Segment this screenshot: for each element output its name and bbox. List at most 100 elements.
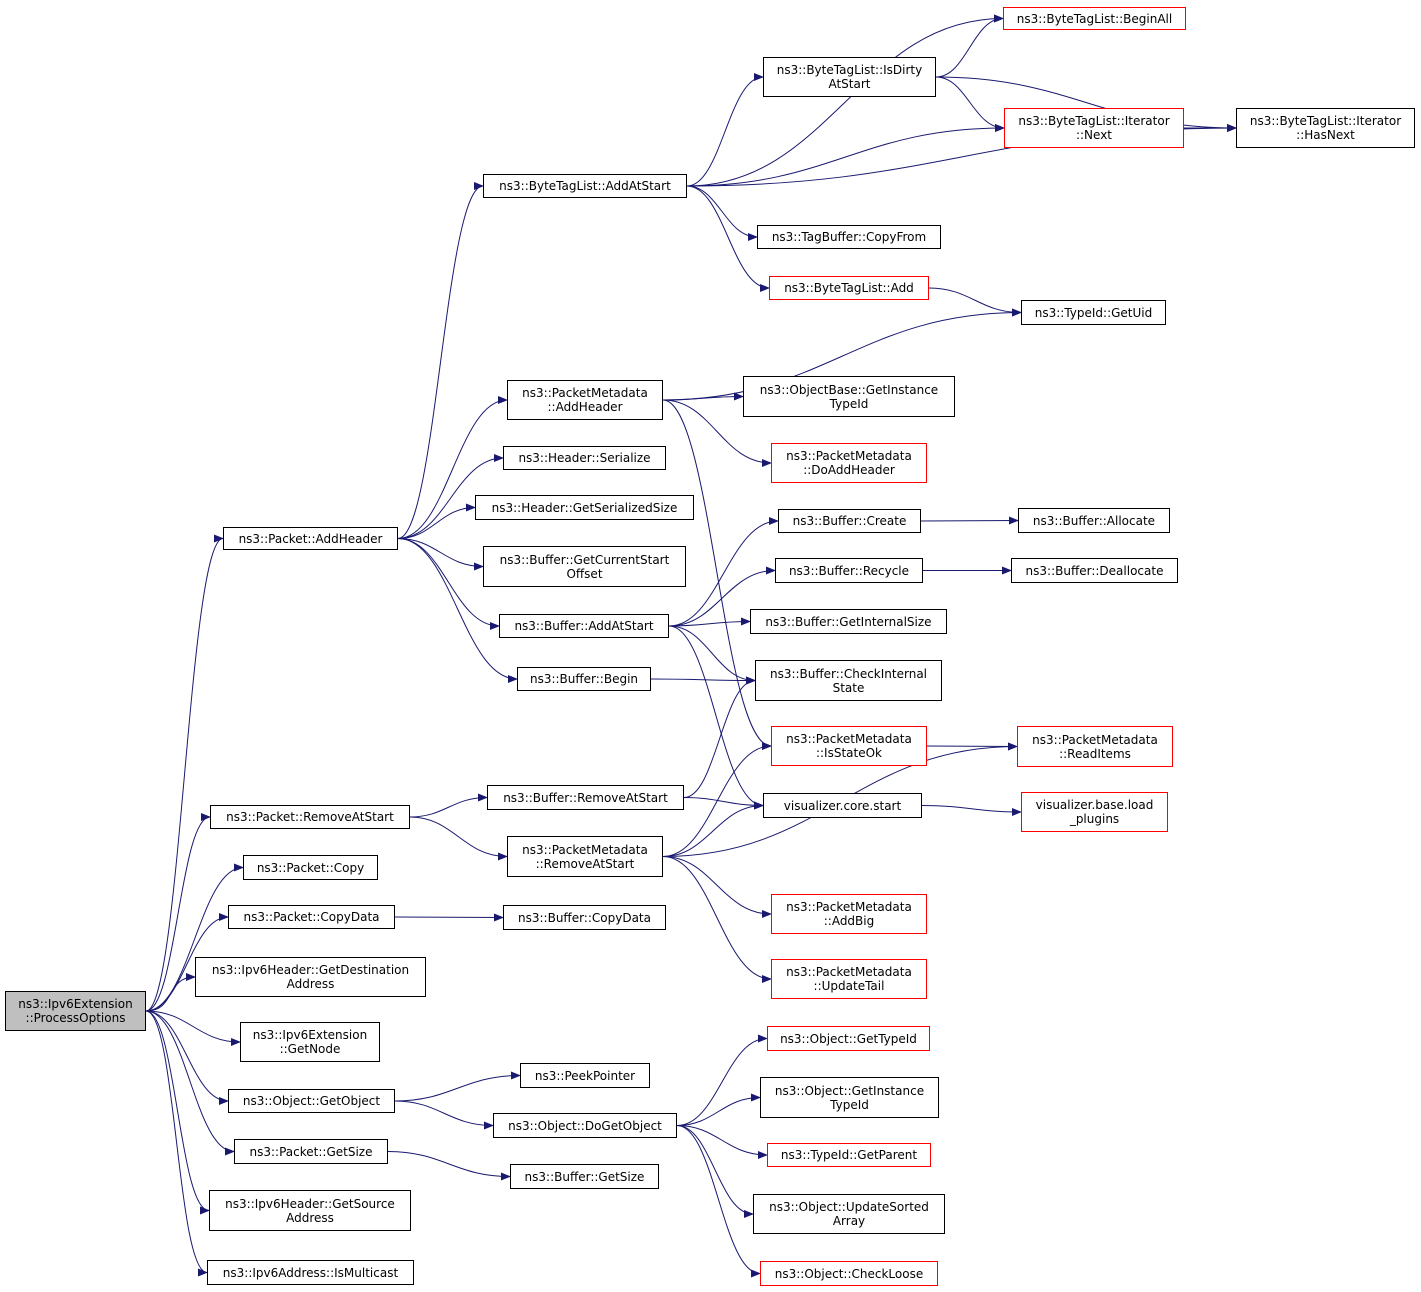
edge-bytetaglist-isdirtyatstart-to-bytetaglist-iterator-next xyxy=(935,76,1005,132)
edge-buffer-addatstart-to-buffer-checkinternalstate xyxy=(668,625,756,685)
edge-buffer-create-to-buffer-allocate xyxy=(920,516,1019,525)
node-ipv6header-getdestinationaddress[interactable]: ns3::Ipv6Header::GetDestination Address xyxy=(195,957,426,997)
edge-buffer-removeatstart-to-buffer-checkinternalstate xyxy=(683,676,756,798)
node-object-dogetobject[interactable]: ns3::Object::DoGetObject xyxy=(493,1113,677,1138)
node-object-checkloose[interactable]: ns3::Object::CheckLoose xyxy=(760,1261,938,1286)
node-ipv6header-getsourceaddress[interactable]: ns3::Ipv6Header::GetSource Address xyxy=(209,1190,411,1231)
edge-packetmetadata-addheader-to-objectbase-getinstancetypeid xyxy=(662,392,744,401)
node-typeid-getparent[interactable]: ns3::TypeId::GetParent xyxy=(767,1143,931,1167)
node-buffer-begin[interactable]: ns3::Buffer::Begin xyxy=(517,667,651,691)
node-bytetaglist-iterator-hasnext[interactable]: ns3::ByteTagList::Iterator ::HasNext xyxy=(1236,108,1415,148)
edge-object-dogetobject-to-object-gettypeid xyxy=(676,1034,768,1126)
node-ipv6extension-processoptions[interactable]: ns3::Ipv6Extension ::ProcessOptions xyxy=(5,991,146,1031)
edge-packetmetadata-addheader-to-packetmetadata-isstateok xyxy=(662,399,772,750)
edge-process-options-to-ipv6extension-getnode xyxy=(145,1010,241,1046)
edge-process-options-to-ipv6header-getdestinationaddress xyxy=(145,973,196,1012)
node-packet-getsize[interactable]: ns3::Packet::GetSize xyxy=(234,1139,388,1164)
edge-object-dogetobject-to-object-checkloose xyxy=(676,1125,761,1278)
node-buffer-allocate[interactable]: ns3::Buffer::Allocate xyxy=(1018,508,1170,533)
edge-object-dogetobject-to-object-updatesortedarray xyxy=(676,1125,754,1218)
edge-bytetaglist-isdirtyatstart-to-bytetaglist-iterator-hasnext xyxy=(935,76,1237,132)
edge-process-options-to-ipv6address-ismulticast xyxy=(145,1010,208,1277)
edge-object-getobject-to-peekpointer xyxy=(394,1071,521,1102)
node-packet-copydata[interactable]: ns3::Packet::CopyData xyxy=(228,905,395,929)
node-bytetaglist-isdirtyatstart[interactable]: ns3::ByteTagList::IsDirty AtStart xyxy=(763,57,936,97)
node-tagbuffer-copyfrom[interactable]: ns3::TagBuffer::CopyFrom xyxy=(757,225,941,249)
node-object-updatesortedarray[interactable]: ns3::Object::UpdateSorted Array xyxy=(753,1194,945,1234)
node-packet-copy[interactable]: ns3::Packet::Copy xyxy=(243,855,378,880)
edge-packet-addheader-to-header-getserializedsize xyxy=(397,503,476,539)
edge-process-options-to-object-getobject xyxy=(145,1010,229,1105)
node-ipv6address-ismulticast[interactable]: ns3::Ipv6Address::IsMulticast xyxy=(207,1260,414,1285)
edge-packet-removeatstart-to-packetmetadata-removeatstart xyxy=(409,816,508,861)
node-buffer-create[interactable]: ns3::Buffer::Create xyxy=(778,509,921,533)
node-visualizer-core-start[interactable]: visualizer.core.start xyxy=(763,793,922,818)
node-ipv6extension-getnode[interactable]: ns3::Ipv6Extension ::GetNode xyxy=(240,1022,380,1062)
edge-packet-addheader-to-packetmetadata-addheader xyxy=(397,396,508,539)
node-header-serialize[interactable]: ns3::Header::Serialize xyxy=(503,446,666,470)
node-object-getinstancetypeid[interactable]: ns3::Object::GetInstance TypeId xyxy=(760,1077,939,1118)
node-buffer-checkinternalstate[interactable]: ns3::Buffer::CheckInternal State xyxy=(755,660,942,701)
call-edges xyxy=(145,14,1237,1278)
edge-bytetaglist-isdirtyatstart-to-bytetaglist-beginall xyxy=(935,14,1004,78)
node-peekpointer[interactable]: ns3::PeekPointer xyxy=(520,1063,650,1088)
node-bytetaglist-iterator-next[interactable]: ns3::ByteTagList::Iterator ::Next xyxy=(1004,108,1184,148)
edge-process-options-to-packet-addheader xyxy=(145,534,224,1012)
edge-buffer-begin-to-buffer-checkinternalstate xyxy=(650,676,756,685)
node-buffer-getsize[interactable]: ns3::Buffer::GetSize xyxy=(510,1164,659,1189)
edge-object-dogetobject-to-object-getinstancetypeid xyxy=(676,1093,761,1126)
node-packetmetadata-addheader[interactable]: ns3::PacketMetadata ::AddHeader xyxy=(507,380,663,420)
edge-packetmetadata-addheader-to-packetmetadata-doaddheader xyxy=(662,399,772,467)
edge-object-dogetobject-to-typeid-getparent xyxy=(676,1125,768,1159)
node-buffer-copydata[interactable]: ns3::Buffer::CopyData xyxy=(503,905,666,930)
edge-packet-removeatstart-to-buffer-removeatstart xyxy=(409,793,488,818)
node-packetmetadata-readitems[interactable]: ns3::PacketMetadata ::ReadItems xyxy=(1017,726,1173,767)
edge-packet-getsize-to-buffer-getsize xyxy=(387,1151,511,1181)
node-bytetaglist-add[interactable]: ns3::ByteTagList::Add xyxy=(769,276,929,300)
node-packetmetadata-addbig[interactable]: ns3::PacketMetadata ::AddBig xyxy=(771,894,927,934)
edge-packet-addheader-to-header-serialize xyxy=(397,454,504,539)
node-packetmetadata-updatetail[interactable]: ns3::PacketMetadata ::UpdateTail xyxy=(771,959,927,999)
edge-process-options-to-ipv6header-getsourceaddress xyxy=(145,1010,210,1215)
node-packet-removeatstart[interactable]: ns3::Packet::RemoveAtStart xyxy=(210,805,410,829)
node-object-gettypeid[interactable]: ns3::Object::GetTypeId xyxy=(767,1026,930,1051)
node-object-getobject[interactable]: ns3::Object::GetObject xyxy=(228,1089,395,1113)
edge-packetmetadata-removeatstart-to-packetmetadata-addbig xyxy=(662,856,772,918)
node-packet-addheader[interactable]: ns3::Packet::AddHeader xyxy=(223,527,398,550)
node-packetmetadata-removeatstart[interactable]: ns3::PacketMetadata ::RemoveAtStart xyxy=(507,836,663,877)
edge-buffer-addatstart-to-buffer-recycle xyxy=(668,566,776,627)
edge-process-options-to-packet-copydata xyxy=(145,913,229,1012)
edge-process-options-to-packet-getsize xyxy=(145,1010,235,1156)
edge-packetmetadata-removeatstart-to-packetmetadata-isstateok xyxy=(662,742,772,857)
edge-bytetaglist-add-to-typeid-getuid xyxy=(928,287,1022,317)
edge-packet-addheader-to-buffer-begin xyxy=(397,538,518,683)
node-buffer-removeatstart[interactable]: ns3::Buffer::RemoveAtStart xyxy=(487,785,684,810)
node-buffer-addatstart[interactable]: ns3::Buffer::AddAtStart xyxy=(499,614,669,638)
edge-packetmetadata-removeatstart-to-visualizer-core-start xyxy=(662,801,764,857)
node-buffer-getcurrentstartoffset[interactable]: ns3::Buffer::GetCurrentStart Offset xyxy=(483,546,686,587)
node-typeid-getuid[interactable]: ns3::TypeId::GetUid xyxy=(1021,300,1166,325)
node-bytetaglist-addatstart[interactable]: ns3::ByteTagList::AddAtStart xyxy=(483,174,687,198)
node-visualizer-base-loadplugins[interactable]: visualizer.base.load _plugins xyxy=(1021,792,1168,832)
node-packetmetadata-isstateok[interactable]: ns3::PacketMetadata ::IsStateOk xyxy=(771,726,927,766)
edge-buffer-addatstart-to-buffer-getinternalsize xyxy=(668,617,751,627)
edge-packetmetadata-removeatstart-to-packetmetadata-updatetail xyxy=(662,856,772,983)
node-objectbase-getinstancetypeid[interactable]: ns3::ObjectBase::GetInstance TypeId xyxy=(743,376,955,417)
edge-packet-copydata-to-buffer-copydata xyxy=(394,913,504,922)
edge-object-getobject-to-object-dogetobject xyxy=(394,1100,494,1130)
edge-buffer-removeatstart-to-visualizer-core-start xyxy=(683,797,764,810)
edge-bytetaglist-addatstart-to-bytetaglist-isdirtyatstart xyxy=(686,73,764,187)
node-header-getserializedsize[interactable]: ns3::Header::GetSerializedSize xyxy=(475,495,694,520)
node-buffer-deallocate[interactable]: ns3::Buffer::Deallocate xyxy=(1011,558,1178,583)
edge-packet-addheader-to-buffer-getcurrentstartoffset xyxy=(397,538,484,571)
node-buffer-getinternalsize[interactable]: ns3::Buffer::GetInternalSize xyxy=(750,609,947,634)
edge-packetmetadata-addheader-to-typeid-getuid xyxy=(662,308,1022,401)
node-packetmetadata-doaddheader[interactable]: ns3::PacketMetadata ::DoAddHeader xyxy=(771,443,927,483)
edge-process-options-to-packet-removeatstart xyxy=(145,813,211,1012)
edge-bytetaglist-addatstart-to-tagbuffer-copyfrom xyxy=(686,185,758,241)
edge-bytetaglist-addatstart-to-bytetaglist-beginall xyxy=(686,14,1004,187)
node-bytetaglist-beginall[interactable]: ns3::ByteTagList::BeginAll xyxy=(1003,7,1186,30)
node-buffer-recycle[interactable]: ns3::Buffer::Recycle xyxy=(775,558,923,583)
edge-visualizer-core-start-to-visualizer-base-loadplugins xyxy=(921,805,1022,816)
edge-bytetaglist-addatstart-to-bytetaglist-iterator-next xyxy=(686,124,1005,187)
